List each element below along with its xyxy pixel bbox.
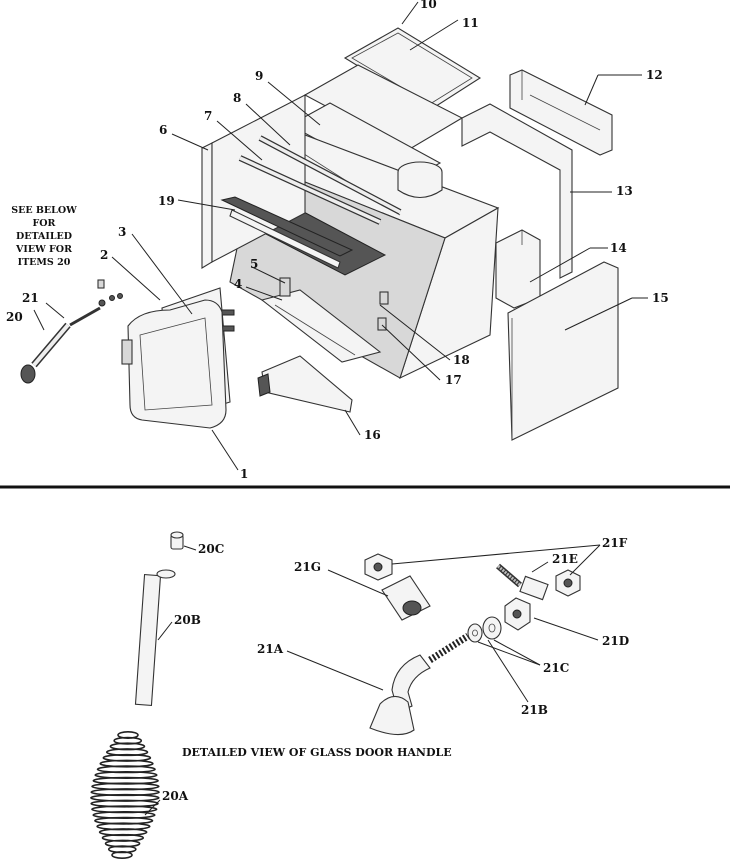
detail-21-handle — [364, 553, 581, 736]
callout-20: 20 — [6, 310, 23, 324]
callout-21f: 21F — [602, 536, 628, 550]
part-20c-cap — [170, 531, 184, 550]
see-below-note: SEE BELOW FOR DETAILED VIEW FOR ITEMS 20 — [11, 205, 77, 268]
spring-coil — [111, 850, 133, 859]
callout-15: 15 — [652, 291, 669, 305]
part-17-bracket — [377, 317, 387, 331]
note-line-4: VIEW FOR — [15, 244, 72, 255]
callout-4: 4 — [234, 277, 242, 291]
note-line-3: DETAILED — [16, 231, 72, 242]
callout-1: 1 — [240, 467, 248, 481]
callout-21c: 21C — [543, 661, 569, 675]
callout-2: 2 — [100, 248, 108, 262]
callout-21b: 21B — [521, 703, 548, 717]
callout-10: 10 — [420, 0, 437, 11]
callout-5: 5 — [250, 257, 258, 271]
stove-assembly — [20, 27, 619, 441]
callout-21g: 21G — [294, 560, 321, 574]
part-20-handle-small — [20, 322, 71, 384]
callout-21: 21 — [22, 291, 39, 305]
callout-14: 14 — [610, 241, 627, 255]
callout-6: 6 — [159, 123, 167, 137]
callout-19: 19 — [158, 194, 175, 208]
callout-18: 18 — [453, 353, 470, 367]
part-21g-spacer — [381, 575, 431, 621]
part-15-right-panel — [507, 261, 619, 441]
callout-7: 7 — [204, 109, 212, 123]
part-21a-handle — [369, 654, 431, 736]
callout-20c: 20C — [198, 542, 224, 556]
callout-21e: 21E — [552, 552, 578, 566]
callout-8: 8 — [233, 91, 241, 105]
part-20a-spring — [90, 730, 160, 859]
callout-16: 16 — [364, 428, 381, 442]
callout-13: 13 — [616, 184, 633, 198]
part-7-rod — [238, 155, 382, 225]
part-8-rod — [258, 135, 402, 215]
note-line-1: SEE BELOW — [11, 205, 77, 216]
callout-21d: 21D — [602, 634, 629, 648]
part-20b-rod — [134, 569, 176, 706]
part-18-bracket — [379, 291, 389, 305]
part-21d-nut — [504, 597, 531, 631]
part-21c-washers — [467, 616, 502, 643]
part-21g-nut — [364, 553, 393, 581]
callout-17: 17 — [445, 373, 462, 387]
part-12-rear-shield — [509, 69, 613, 156]
detail-caption: DETAILED VIEW OF GLASS DOOR HANDLE — [182, 746, 452, 759]
part-21-handle-hardware-small — [69, 279, 123, 327]
part-16-ash-lip — [257, 355, 353, 413]
part-1-door-frame — [121, 299, 227, 429]
part-13-side-panel — [461, 103, 573, 279]
part-21f-nut — [555, 569, 581, 597]
leader-lines — [33, 1, 648, 471]
part-14-block — [495, 229, 541, 309]
part-21b-spring — [428, 633, 470, 663]
callout-3: 3 — [118, 225, 126, 239]
part-5-bracket — [279, 277, 291, 297]
note-line-5: ITEMS 20 — [18, 257, 71, 268]
part-19-brace — [220, 196, 354, 269]
callout-12: 12 — [646, 68, 663, 82]
callout-21a: 21A — [257, 642, 284, 656]
detail-leader-lines — [144, 544, 601, 816]
callout-labels: 10 11 12 9 8 7 6 13 19 3 14 2 5 4 15 21 … — [6, 0, 669, 803]
detail-20-parts — [90, 531, 184, 859]
part-21e-stud — [496, 563, 549, 601]
callout-9: 9 — [255, 69, 263, 83]
note-line-2: FOR — [33, 218, 56, 229]
callout-20a: 20A — [162, 789, 189, 803]
callout-11: 11 — [462, 16, 479, 30]
callout-20b: 20B — [174, 613, 201, 627]
